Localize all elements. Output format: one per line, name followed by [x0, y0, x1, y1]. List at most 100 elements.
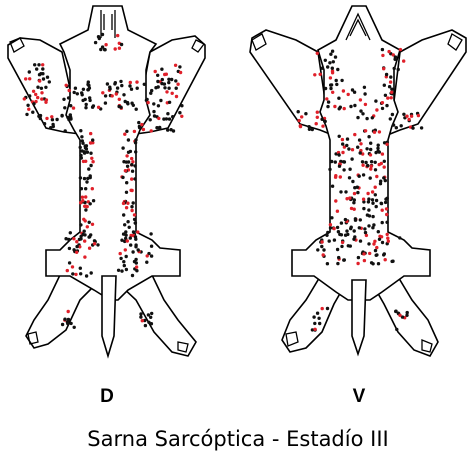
dorsal-lesion-dot: [80, 149, 84, 153]
ventral-lesion-dot: [371, 262, 375, 266]
dorsal-body: [45, 5, 181, 301]
dorsal-lesion-dot: [44, 98, 49, 102]
ventral-lesion-dot: [337, 134, 341, 138]
dorsal-lesion-dot: [133, 164, 137, 168]
ventral-lesion-dot: [391, 53, 395, 57]
dorsal-lesion-dot: [83, 146, 88, 150]
dorsal-lesion-dot: [27, 70, 31, 74]
ventral-lesion-dot: [337, 96, 341, 100]
dorsal-lesion-dot: [123, 223, 127, 227]
dorsal-lesion-dot: [32, 102, 36, 106]
ventral-lesion-dot: [386, 239, 390, 243]
ventral-lesion-dot: [296, 110, 300, 114]
ventral-lesion-dot: [384, 72, 389, 77]
dorsal-lesion-dot: [85, 150, 90, 154]
dorsal-lesion-dot: [124, 190, 129, 194]
ventral-lesion-dot: [314, 122, 318, 126]
dorsal-lesion-dot: [117, 46, 122, 50]
ventral-lesion-dot: [362, 85, 367, 90]
dorsal-lesion-dot: [180, 104, 184, 108]
dorsal-lesion-dot: [123, 169, 128, 173]
ventral-lesion-dot: [331, 90, 335, 95]
ventral-lesion-dot: [330, 159, 334, 164]
dorsal-right-foreleg: [134, 35, 206, 135]
dorsal-lesion-dot: [24, 77, 28, 81]
dorsal-lesion-dot: [124, 230, 128, 234]
dorsal-lesion-dot: [66, 321, 70, 326]
dorsal-lesion-dot: [63, 106, 67, 110]
dorsal-lesion-dot: [72, 90, 76, 95]
dorsal-lesion-dot: [90, 156, 94, 160]
ventral-lesion-dot: [384, 207, 389, 211]
dorsal-lesion-dot: [125, 181, 129, 185]
ventral-lesion-dot: [359, 142, 363, 146]
ventral-lesion-dot: [366, 191, 370, 196]
dorsal-lesion-dot: [131, 230, 136, 234]
ventral-lesion-dot: [352, 201, 356, 205]
dorsal-lesion-dot: [123, 248, 128, 252]
ventral-lesion-dot: [345, 137, 350, 141]
ventral-lesion-dot: [340, 240, 345, 245]
ventral-lesion-dot: [385, 103, 389, 108]
ventral-lesion-dot: [304, 112, 308, 116]
ventral-lesion-dot: [323, 86, 328, 91]
dorsal-lesion-dot: [89, 271, 93, 275]
ventral-lesion-dot: [383, 93, 388, 98]
ventral-lesion-dot: [337, 153, 341, 157]
dorsal-lesion-dot: [115, 86, 120, 90]
dorsal-lesion-dot: [113, 47, 117, 51]
dorsal-lesion-dot: [178, 65, 182, 69]
ventral-lesion-dot: [375, 174, 379, 179]
dorsal-lesion-dot: [103, 94, 108, 98]
ventral-lesion-dot: [416, 113, 421, 118]
ventral-lesion-dot: [370, 198, 375, 202]
dorsal-lesion-dot: [121, 232, 126, 236]
ventral-lesion-dot: [379, 179, 383, 183]
dorsal-lesion-dot: [82, 229, 86, 233]
dorsal-lesion-dot: [104, 43, 108, 47]
ventral-lesion-dot: [330, 71, 335, 75]
dorsal-lesion-dot: [27, 107, 31, 111]
ventral-lesion-dot: [363, 92, 367, 96]
dorsal-lesion-dot: [149, 232, 153, 236]
dorsal-lesion-dot: [38, 79, 42, 83]
dorsal-lesion-dot: [120, 238, 124, 242]
dorsal-lesion-dot: [105, 82, 110, 86]
dorsal-lesion-dot: [82, 176, 87, 181]
ventral-lesion-dot: [382, 67, 386, 71]
dorsal-lesion-dot: [69, 104, 73, 108]
ventral-lesion-dot: [381, 53, 385, 58]
ventral-lesion-dot: [372, 130, 377, 134]
ventral-lesion-dot: [368, 251, 372, 256]
ventral-lesion-dot: [409, 114, 414, 118]
ventral-tail: [351, 279, 367, 357]
dorsal-lesion-dot: [80, 195, 85, 199]
ventral-lesion-dot: [316, 248, 320, 252]
ventral-lesion-dot: [329, 86, 333, 91]
ventral-lesion-dot: [379, 201, 384, 206]
ventral-lesion-dot: [362, 252, 366, 256]
ventral-lesion-dot: [317, 316, 321, 320]
ventral-lesion-dot: [369, 147, 373, 152]
ventral-lesion-dot: [387, 49, 391, 54]
ventral-lesion-dot: [328, 223, 333, 227]
ventral-lesion-dot: [323, 119, 327, 124]
ventral-lesion-dot: [320, 117, 324, 122]
ventral-lesion-dot: [384, 197, 388, 201]
dorsal-lesion-dot: [34, 92, 38, 97]
ventral-lesion-dot: [313, 321, 317, 326]
dorsal-lesion-dot: [164, 72, 168, 76]
ventral-lesion-dot: [336, 230, 341, 234]
dorsal-lesion-dot: [145, 97, 149, 102]
dorsal-lesion-dot: [130, 177, 134, 181]
ventral-lesion-dots: [296, 47, 424, 332]
ventral-lesion-dot: [407, 117, 411, 122]
ventral-lesion-dot: [400, 315, 405, 319]
ventral-lesion-dot: [365, 213, 370, 217]
dorsal-figure: [7, 5, 206, 359]
dorsal-lesion-dot: [80, 135, 84, 139]
ventral-lesion-dot: [367, 208, 371, 212]
ventral-lesion-dot: [313, 73, 317, 77]
dorsal-lesion-dot: [87, 167, 91, 171]
